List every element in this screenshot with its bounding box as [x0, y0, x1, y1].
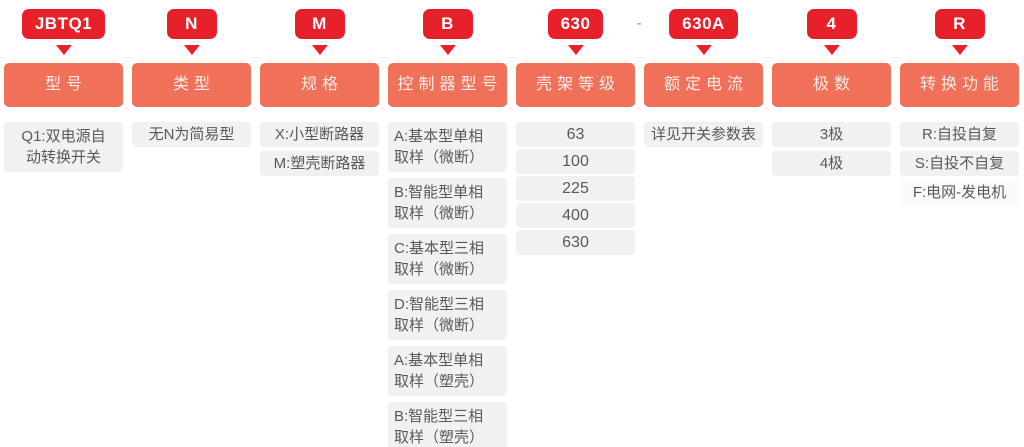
option-item: F:电网-发电机 [900, 180, 1019, 205]
category-header: 规格 [260, 63, 379, 107]
option-item: C:基本型三相 取样（微断） [388, 234, 507, 284]
option-item: 400 [516, 203, 635, 228]
column-M: M 规格 X:小型断路器 M:塑壳断路器 [260, 9, 379, 447]
code-badge: 4 [806, 9, 857, 39]
option-list: Q1:双电源自 动转换开关 [4, 122, 123, 172]
option-list: A:基本型单相 取样（微断） B:智能型单相 取样（微断） C:基本型三相 取样（微… [388, 122, 507, 447]
option-item: B:智能型三相 取样（塑壳） [388, 402, 507, 447]
arrow-down-icon [951, 45, 968, 55]
arrow-down-icon [183, 45, 200, 55]
category-header: 类型 [132, 63, 251, 107]
code-badge: N [166, 9, 217, 39]
code-badge: 630A [669, 9, 738, 39]
option-item: X:小型断路器 [260, 122, 379, 147]
column-JBTQ1: JBTQ1 型号 Q1:双电源自 动转换开关 [4, 9, 123, 447]
category-header: 额定电流 [644, 63, 763, 107]
option-item: D:智能型三相 取样（微断） [388, 290, 507, 340]
code-badge: M [294, 9, 345, 39]
column-B: B 控制器型号 A:基本型单相 取样（微断） B:智能型单相 取样（微断） C:基本型三… [388, 9, 507, 447]
arrow-down-icon [695, 45, 712, 55]
column-630A: 630A 额定电流详见开关参数表 [644, 9, 763, 447]
arrow-down-icon [439, 45, 456, 55]
arrow-down-icon [55, 45, 72, 55]
option-item: A:基本型单相 取样（微断） [388, 122, 507, 172]
option-item: 225 [516, 176, 635, 201]
arrow-down-icon [823, 45, 840, 55]
option-list: R:自投自复 S:自投不自复 F:电网-发电机 [900, 122, 1019, 205]
option-item: A:基本型单相 取样（塑壳） [388, 346, 507, 396]
column-R: R 转换功能 R:自投自复 S:自投不自复 F:电网-发电机 [900, 9, 1019, 447]
option-list: X:小型断路器 M:塑壳断路器 [260, 122, 379, 176]
option-item: Q1:双电源自 动转换开关 [4, 122, 123, 172]
category-header: 控制器型号 [388, 63, 507, 107]
code-badge: 630 [547, 9, 604, 39]
category-header: 极数 [772, 63, 891, 107]
option-item: 100 [516, 149, 635, 174]
option-item: 63 [516, 122, 635, 147]
option-list: 无N为简易型 [132, 122, 251, 147]
category-header: 转换功能 [900, 63, 1019, 107]
category-header: 型号 [4, 63, 123, 107]
option-item: R:自投自复 [900, 122, 1019, 147]
option-item: 无N为简易型 [132, 122, 251, 147]
option-item: M:塑壳断路器 [260, 151, 379, 176]
arrow-down-icon [567, 45, 584, 55]
code-badge: JBTQ1 [21, 9, 106, 39]
column-N: N 类型无N为简易型 [132, 9, 251, 447]
arrow-down-icon [311, 45, 328, 55]
option-list: 详见开关参数表 [644, 122, 763, 147]
option-item: S:自投不自复 [900, 151, 1019, 176]
option-item: 3极 [772, 122, 891, 147]
category-header: 壳架等级 [516, 63, 635, 107]
code-separator-dash: - [636, 15, 642, 32]
code-badge: R [934, 9, 985, 39]
option-item: 4极 [772, 151, 891, 176]
option-item: B:智能型单相 取样（微断） [388, 178, 507, 228]
option-item: 详见开关参数表 [644, 122, 763, 147]
option-item: 630 [516, 230, 635, 255]
code-badge: B [422, 9, 473, 39]
